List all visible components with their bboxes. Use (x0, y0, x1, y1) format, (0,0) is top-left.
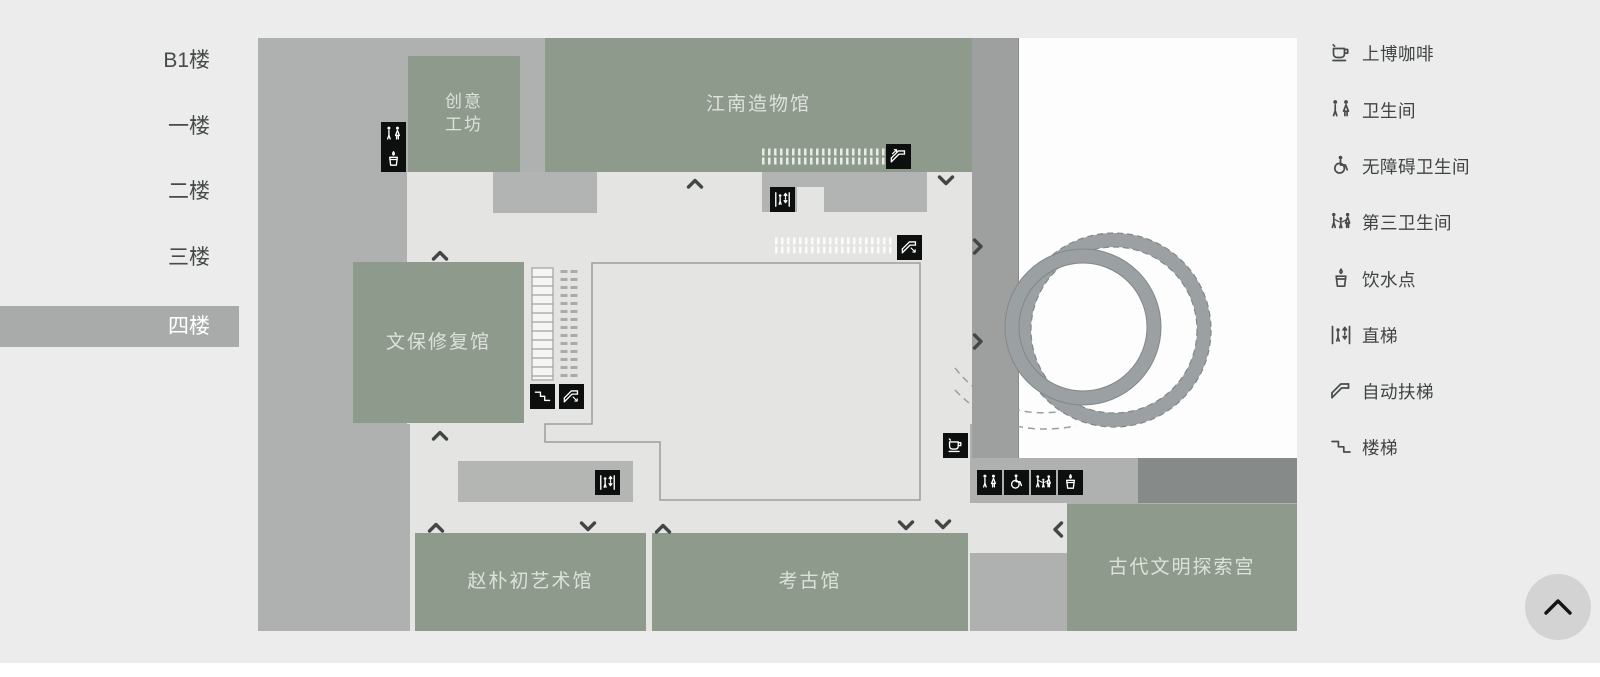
legend-label: 直梯 (1362, 325, 1398, 346)
escalator-icon (1328, 379, 1353, 404)
legend-label: 卫生间 (1362, 100, 1416, 121)
chevron-down-icon (897, 519, 915, 532)
hall-ancient-civilization[interactable]: 古代文明探索宫 (1067, 504, 1297, 631)
elevator-icon (770, 187, 795, 212)
coffee-icon (943, 433, 968, 458)
coffee-icon (1328, 41, 1353, 66)
family-restroom-icon (1031, 470, 1056, 495)
chevron-up-icon (431, 429, 449, 442)
restroom-icon (977, 470, 1002, 495)
back-to-top-button[interactable] (1525, 574, 1591, 640)
restroom-icon (1328, 98, 1353, 123)
floor-item-3f[interactable]: 三楼 (168, 246, 210, 269)
atrium-white-area (1018, 38, 1297, 458)
floor-item-b1[interactable]: B1楼 (163, 49, 210, 72)
legend-item-escalator: 自动扶梯 (1328, 378, 1434, 404)
doorway-gap (797, 187, 824, 212)
corridor-area-right (970, 503, 1067, 553)
floor-map: 创意 工坊 江南造物馆 文保修复馆 赵朴初艺术馆 考古馆 古代文明探索宫 (258, 38, 1297, 631)
legend-label: 自动扶梯 (1362, 381, 1434, 402)
elevator-icon (1328, 323, 1353, 348)
chevron-down-icon (934, 518, 952, 531)
legend-item-accessible-restroom: 无障碍卫生间 (1328, 153, 1470, 179)
hall-creative-workshop[interactable]: 创意 工坊 (408, 56, 520, 172)
water-icon (1328, 267, 1353, 292)
dark-strip-bottom-right (1138, 458, 1297, 503)
legend-item-elevator: 直梯 (1328, 322, 1398, 348)
stairs-icon (1328, 435, 1353, 460)
hall-archaeology[interactable]: 考古馆 (652, 533, 968, 631)
legend-label: 无障碍卫生间 (1362, 156, 1470, 177)
floor-item-4f-selected[interactable]: 四楼 (0, 306, 239, 347)
accessible-restroom-icon (1328, 154, 1353, 179)
chevron-right-icon (972, 238, 985, 256)
chevron-up-icon (654, 522, 672, 535)
escalator-down-icon (897, 235, 922, 260)
floor-item-1f[interactable]: 一楼 (168, 115, 210, 138)
elevator-icon (595, 470, 620, 495)
escalator-down-icon (559, 384, 584, 409)
chevron-down-icon (937, 174, 955, 187)
legend-label: 楼梯 (1362, 437, 1398, 458)
stairs-icon (530, 384, 555, 409)
family-restroom-icon (1328, 210, 1353, 235)
water-icon (1058, 470, 1083, 495)
legend-item-stairs: 楼梯 (1328, 434, 1398, 460)
legend-item-coffee: 上博咖啡 (1328, 40, 1434, 66)
floor-item-2f[interactable]: 二楼 (168, 180, 210, 203)
legend-label: 第三卫生间 (1362, 212, 1452, 233)
water-icon (381, 147, 406, 172)
chevron-down-icon (579, 520, 597, 533)
chevron-up-icon (427, 521, 445, 534)
legend-label: 上博咖啡 (1362, 43, 1434, 64)
hall-zhaopuchu-art[interactable]: 赵朴初艺术馆 (415, 533, 646, 631)
chevron-up-icon (431, 249, 449, 262)
legend-item-family-restroom: 第三卫生间 (1328, 209, 1452, 235)
chevron-up-icon (1542, 596, 1574, 619)
accessible-restroom-icon (1004, 470, 1029, 495)
chevron-left-icon (1052, 521, 1065, 539)
escalator-up-icon (886, 144, 911, 169)
legend-label: 饮水点 (1362, 269, 1416, 290)
chevron-right-icon (972, 333, 985, 351)
chevron-up-icon (686, 177, 704, 190)
gray-block (493, 172, 597, 213)
restroom-icon (381, 122, 406, 147)
bottom-strip (0, 663, 1600, 677)
legend-item-restroom: 卫生间 (1328, 97, 1416, 123)
hall-conservation[interactable]: 文保修复馆 (353, 262, 524, 423)
legend-item-water: 饮水点 (1328, 266, 1416, 292)
